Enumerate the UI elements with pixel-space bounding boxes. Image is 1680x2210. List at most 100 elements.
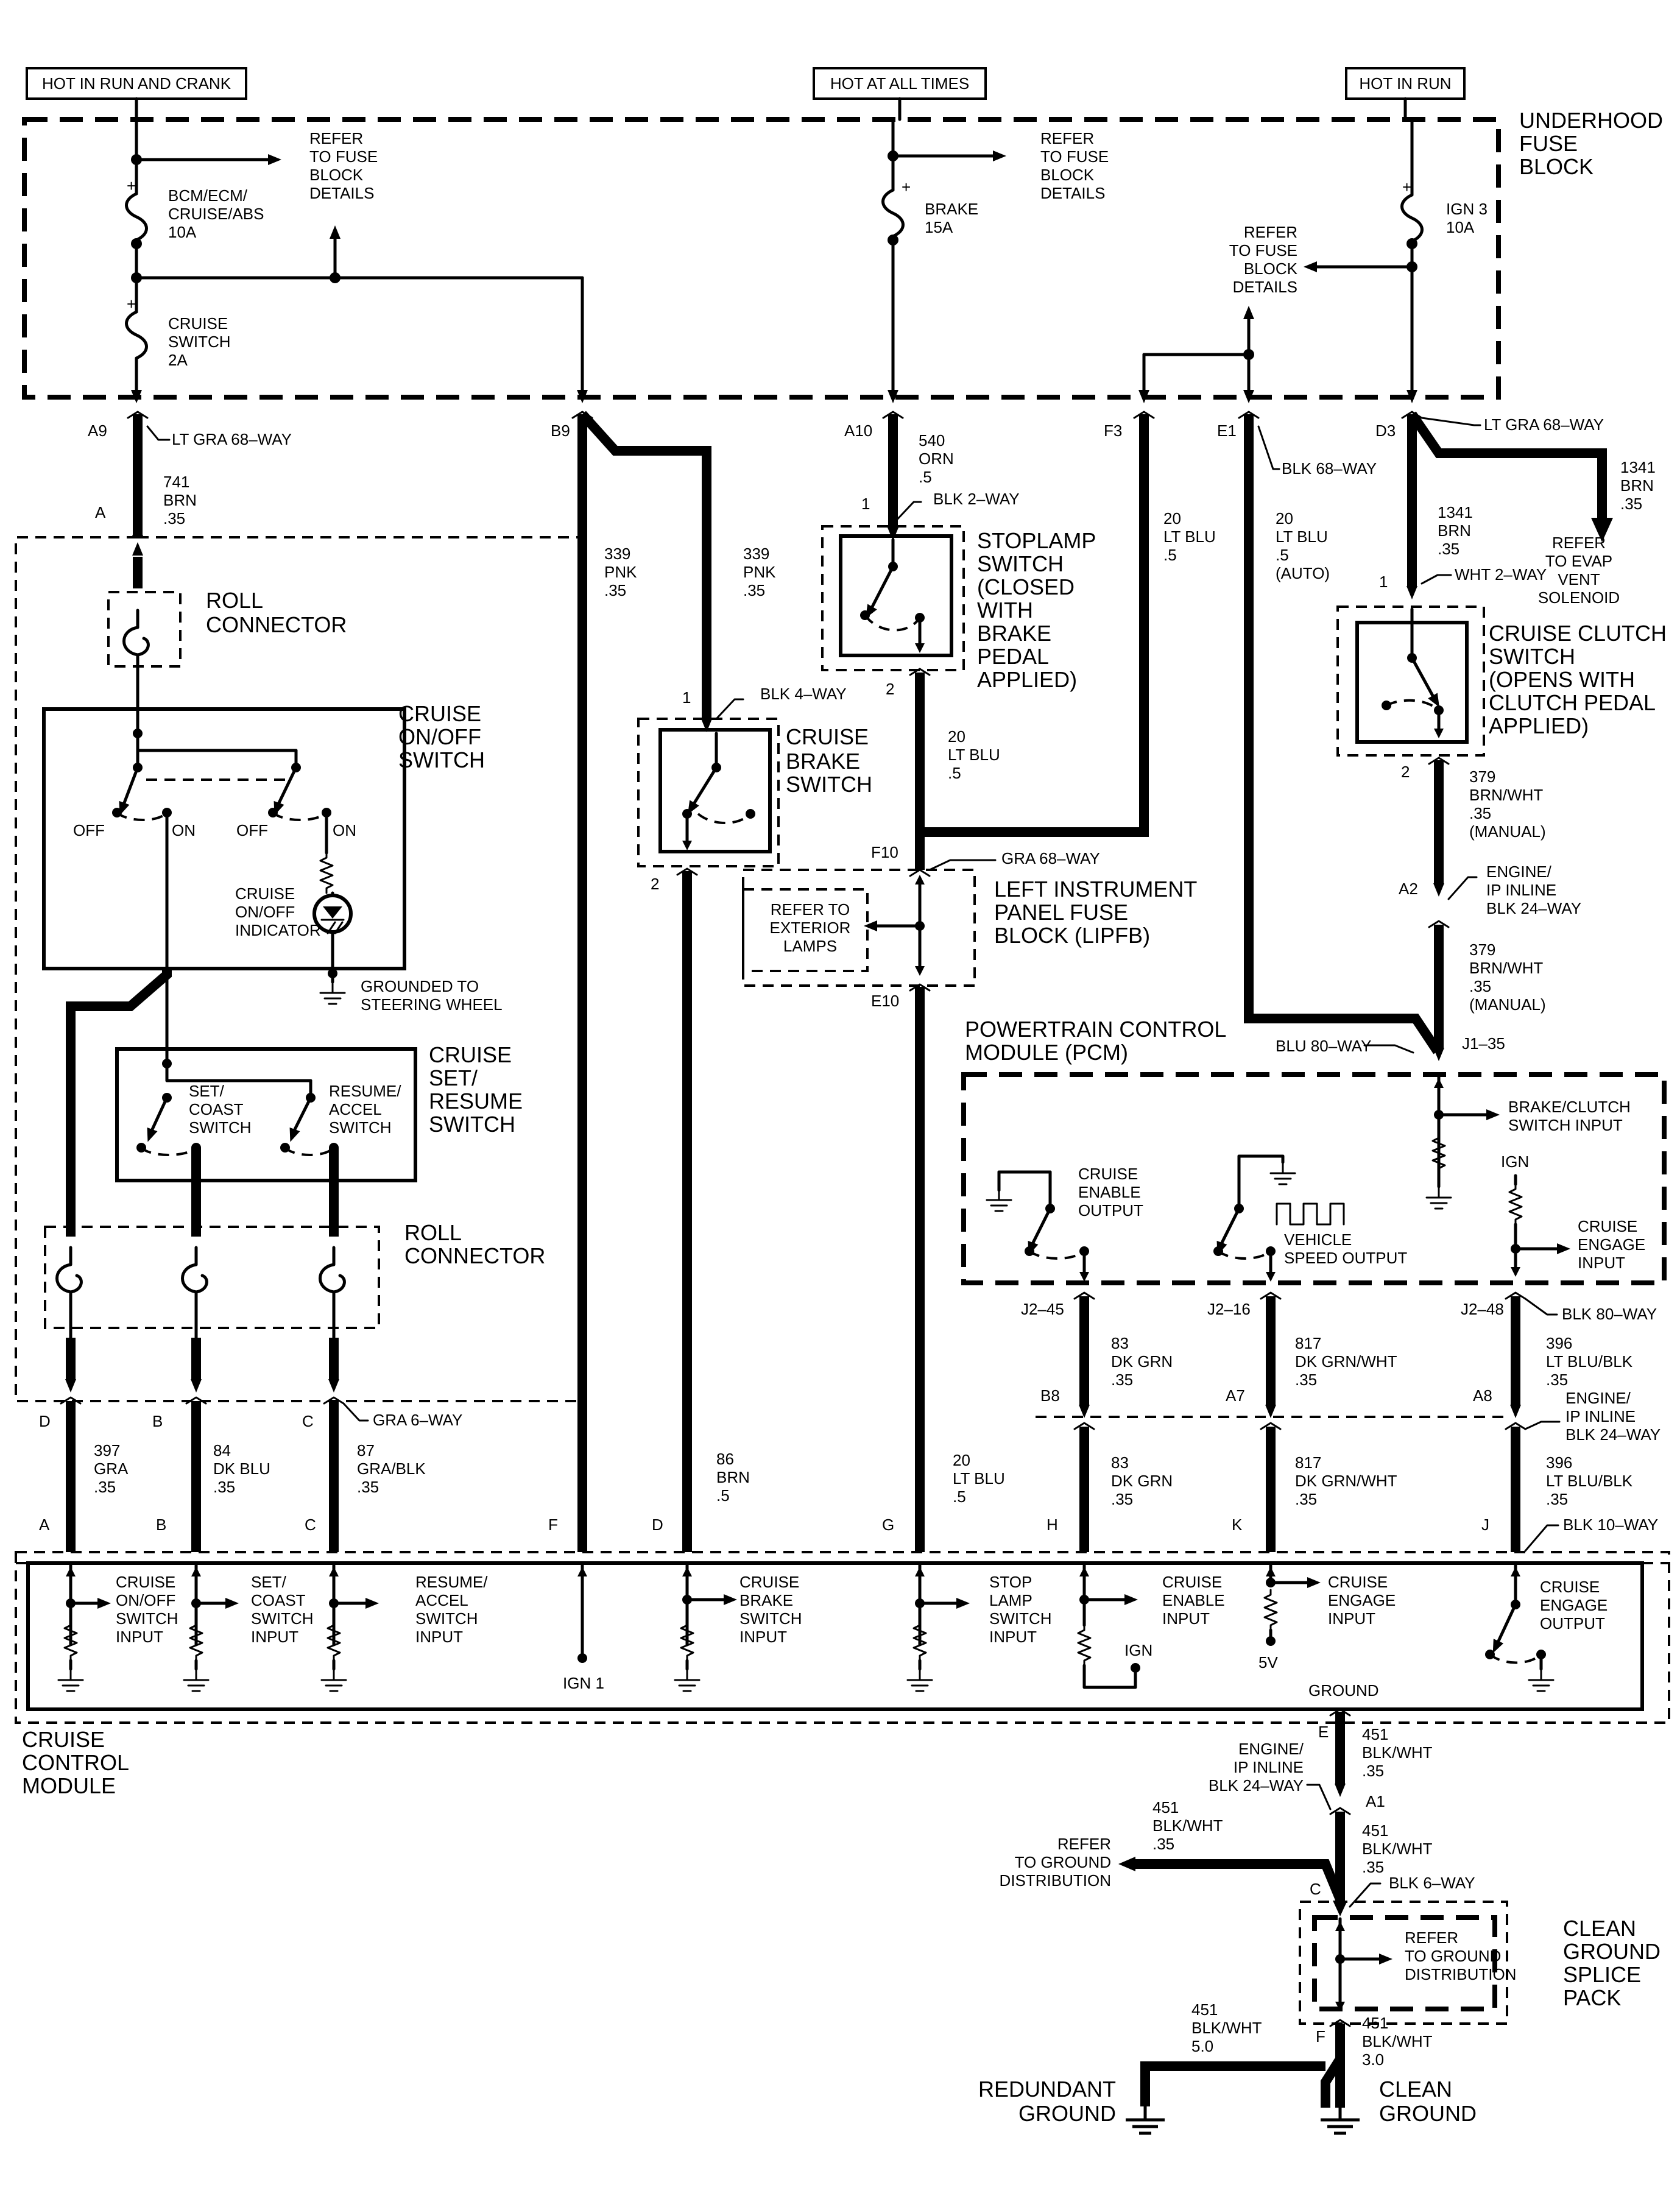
on-label: ON [333, 821, 356, 839]
wire-86: BRN [716, 1468, 750, 1486]
cruise-set-label: RESUME [429, 1089, 523, 1114]
roll-connector-label: ROLL [206, 588, 263, 613]
refer-ground: REFER [1057, 1835, 1111, 1853]
ccm-input-label: ACCEL [415, 1591, 468, 1609]
ccm-label: MODULE [22, 1773, 116, 1798]
pin-a: A [95, 503, 106, 521]
ign-label: IGN [1501, 1153, 1529, 1171]
ccm-input-label: CRUISE [1328, 1573, 1388, 1591]
fuse-bcm-label: CRUISE/ABS [168, 205, 264, 223]
wire-396: 396 [1546, 1334, 1572, 1352]
refer-text: TO FUSE [1229, 241, 1297, 259]
wire-20-auto: (AUTO) [1276, 564, 1330, 582]
brake-clutch-input: BRAKE/CLUTCH [1508, 1098, 1631, 1116]
ccm-label: CONTROL [22, 1750, 129, 1775]
roll-connector-label: CONNECTOR [206, 612, 347, 637]
lipfb-label: BLOCK (LIPFB) [994, 923, 1150, 948]
roll-connector-icon [320, 1248, 345, 1292]
wire-379: 379 [1469, 941, 1495, 959]
off-label: OFF [236, 821, 268, 839]
wire-451: .35 [1362, 1858, 1384, 1876]
wire-1341: BRN [1438, 521, 1471, 540]
ccm-label: CRUISE [22, 1727, 105, 1752]
wire-1341: BRN [1620, 476, 1654, 495]
wire-339: .35 [743, 581, 765, 599]
cruise-brake-switch: 1 BLK 4–WAY CRUISE BRAKE SWITCH 2 86 BRN… [637, 685, 872, 1552]
left-instrument-panel-fuse-block: F10 GRA 68–WAY REFER TO EXTERIOR LAMPS L… [742, 843, 1197, 1552]
wire-379: .35 [1469, 977, 1491, 995]
conn-engine-ip: BLK 24–WAY [1565, 1425, 1661, 1444]
cruise-engage-input: ENGAGE [1578, 1235, 1645, 1254]
ccm-input-label: SWITCH [739, 1609, 802, 1628]
resume-accel-label: RESUME/ [329, 1082, 401, 1100]
wire-451: 451 [1362, 2014, 1388, 2032]
wire-379: BRN/WHT [1469, 786, 1543, 804]
cruise-set-label: CRUISE [429, 1042, 512, 1067]
fuse-bcm-icon [127, 194, 147, 240]
conn-wht-2way: WHT 2–WAY [1455, 565, 1547, 584]
wire-20: 20 [953, 1451, 970, 1469]
refer-text: TO FUSE [309, 147, 378, 166]
fuse-cruise-label: 2A [168, 351, 188, 369]
pin-j1-35: J1–35 [1462, 1034, 1505, 1053]
ign1-label: IGN 1 [563, 1674, 604, 1692]
cruise-clutch-label: APPLIED) [1489, 713, 1589, 738]
ccm-ign1: IGN 1 [563, 1564, 604, 1692]
wire-20-auto: .5 [1276, 546, 1289, 564]
stoplamp-label: BRAKE [977, 621, 1051, 646]
redundant-ground-label: GROUND [1018, 2101, 1116, 2126]
pin-e10: E10 [871, 992, 899, 1010]
ground-icon [986, 1188, 1012, 1212]
ccm-input-enable: IGN CRUISE ENABLE INPUT [1077, 1564, 1225, 1689]
roll-connector-icon [57, 1248, 82, 1292]
conn-blk-80way: BLK 80–WAY [1562, 1305, 1657, 1323]
wire-817: .35 [1295, 1490, 1317, 1508]
refer-text: DETAILS [1233, 278, 1297, 296]
conn-engine-ip: ENGINE/ [1565, 1389, 1631, 1407]
cruise-clutch-label: SWITCH [1489, 644, 1575, 669]
stoplamp-label: (CLOSED [977, 574, 1075, 599]
ccm-input-resume: RESUME/ ACCEL SWITCH INPUT [320, 1564, 488, 1692]
pin-j: J [1481, 1516, 1489, 1534]
wire-451: 451 [1362, 1821, 1388, 1840]
wire-20: LT BLU [1163, 528, 1216, 546]
wire-84: 84 [213, 1441, 231, 1460]
wire-20: 20 [1163, 509, 1181, 528]
refer-text: DETAILS [1040, 184, 1105, 202]
wire-451: .35 [1362, 1762, 1384, 1780]
refer-ground: DISTRIBUTION [1405, 1965, 1516, 1983]
plus-sign: + [127, 295, 136, 313]
ccm-input-label: INPUT [1162, 1609, 1210, 1628]
ccm-input-label: INPUT [1328, 1609, 1375, 1628]
pin-f: F [1316, 2027, 1325, 2046]
fuse-ign3-icon [1402, 195, 1422, 241]
wire-451: BLK/WHT [1191, 2019, 1262, 2037]
pin-h: H [1046, 1516, 1058, 1534]
pin-a2: A2 [1399, 880, 1418, 898]
wire-339: PNK [743, 563, 776, 581]
pin-a1: A1 [1366, 1792, 1385, 1810]
wire-339: 339 [604, 545, 630, 563]
pin-d: D [39, 1412, 51, 1430]
wire-817: .35 [1295, 1371, 1317, 1389]
pin-2: 2 [651, 875, 659, 893]
wire-1341: .35 [1438, 540, 1459, 558]
ccm-input-label: SWITCH [415, 1609, 478, 1628]
wire-817: 817 [1295, 1334, 1321, 1352]
refer-exterior-lamps: REFER TO [771, 900, 850, 919]
pin-j2-48: J2–48 [1461, 1300, 1504, 1318]
stoplamp-label: WITH [977, 598, 1033, 623]
wire-20: LT BLU [953, 1469, 1005, 1488]
cruise-onoff-label: CRUISE [398, 701, 481, 726]
ccm-input-brake: CRUISE BRAKE SWITCH INPUT [674, 1564, 802, 1692]
stoplamp-label: PEDAL [977, 644, 1049, 669]
refer-ground: REFER [1405, 1929, 1458, 1947]
set-coast-label: SET/ [189, 1082, 225, 1100]
wire-451: BLK/WHT [1362, 1743, 1433, 1762]
ccm-input-label: CRUISE [739, 1573, 799, 1591]
wire-87: GRA/BLK [357, 1460, 426, 1478]
fuse-brake-label: BRAKE [925, 200, 978, 218]
fuse-brake-icon [883, 190, 903, 236]
wire-86: 86 [716, 1450, 734, 1468]
underhood-title-1: UNDERHOOD [1519, 108, 1663, 133]
